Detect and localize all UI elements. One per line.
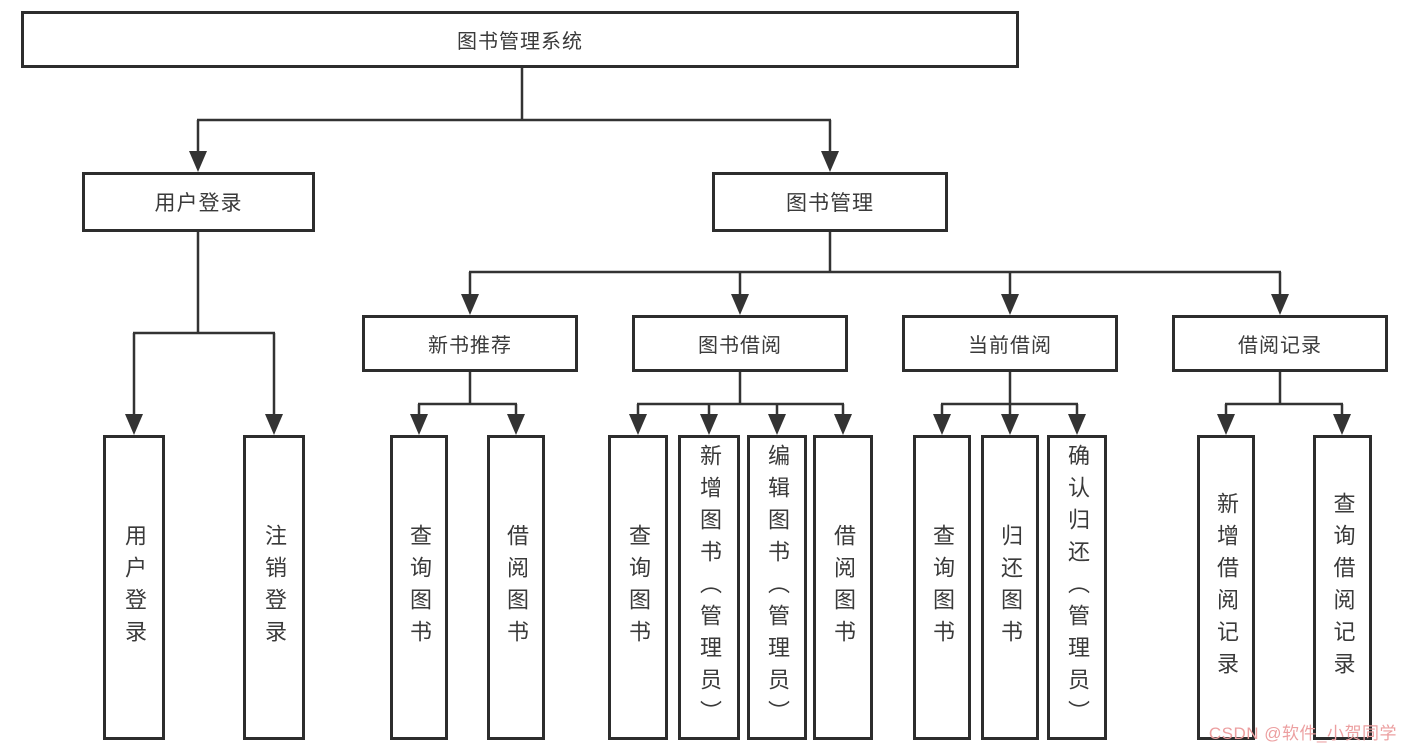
node-label: 新书推荐	[428, 335, 512, 357]
leaf-query-borrow-record: 查询借阅记录	[1313, 435, 1372, 740]
leaf-query-books-current: 查询图书	[913, 435, 971, 740]
watermark-credit: CSDN @软件_小贺同学	[1208, 724, 1397, 743]
node-label: 图书管理	[786, 192, 874, 215]
leaf-confirm-return-admin: 确认归还（管理员）	[1047, 435, 1107, 740]
node-label: 当前借阅	[968, 335, 1052, 357]
connector-book-borrowing-to-leaves	[629, 372, 852, 435]
node-label: 图书借阅	[698, 335, 782, 357]
leaf-query-books-recommend: 查询图书	[390, 435, 448, 740]
node-label: 用户登录	[122, 523, 147, 652]
node-label: 借阅记录	[1238, 335, 1322, 357]
connector-book-management-to-level3	[461, 232, 1289, 315]
leaf-edit-books-admin: 编辑图书（管理员）	[747, 435, 807, 740]
node-label: 新增借阅记录	[1214, 491, 1239, 684]
node-book-management: 图书管理	[712, 172, 948, 232]
node-label: 注销登录	[262, 523, 287, 652]
node-user-login: 用户登录	[82, 172, 315, 232]
node-book-borrowing: 图书借阅	[632, 315, 848, 372]
leaf-borrow-books: 借阅图书	[813, 435, 873, 740]
leaf-return-books: 归还图书	[981, 435, 1039, 740]
node-label: 查询图书	[407, 523, 432, 652]
node-label: 新增图书（管理员）	[697, 443, 722, 732]
node-label: 编辑图书（管理员）	[765, 443, 790, 732]
node-label: 归还图书	[998, 523, 1023, 652]
connector-user-login-to-leaves	[125, 232, 283, 435]
connector-root-to-level2	[189, 68, 839, 172]
leaf-query-books-borrowing: 查询图书	[608, 435, 668, 740]
leaf-add-borrow-record: 新增借阅记录	[1197, 435, 1255, 740]
node-new-book-recommend: 新书推荐	[362, 315, 578, 372]
node-library-system: 图书管理系统	[21, 11, 1019, 68]
node-label: 借阅图书	[831, 523, 856, 652]
connector-borrowing-records-to-leaves	[1217, 372, 1351, 435]
leaf-user-login: 用户登录	[103, 435, 165, 740]
node-label: 图书管理系统	[457, 31, 583, 53]
leaf-borrow-books-recommend: 借阅图书	[487, 435, 545, 740]
leaf-add-books-admin: 新增图书（管理员）	[678, 435, 740, 740]
node-label: 用户登录	[154, 192, 243, 215]
node-label: 查询借阅记录	[1330, 491, 1356, 684]
node-label: 借阅图书	[504, 523, 529, 652]
connector-new-book-to-leaves	[410, 372, 525, 435]
connector-current-borrowing-to-leaves	[933, 372, 1086, 435]
node-label: 确认归还（管理员）	[1065, 443, 1090, 732]
node-label: 查询图书	[626, 523, 651, 652]
node-label: 查询图书	[930, 523, 955, 652]
node-current-borrowing: 当前借阅	[902, 315, 1118, 372]
leaf-logout-login: 注销登录	[243, 435, 305, 740]
node-borrowing-records: 借阅记录	[1172, 315, 1388, 372]
